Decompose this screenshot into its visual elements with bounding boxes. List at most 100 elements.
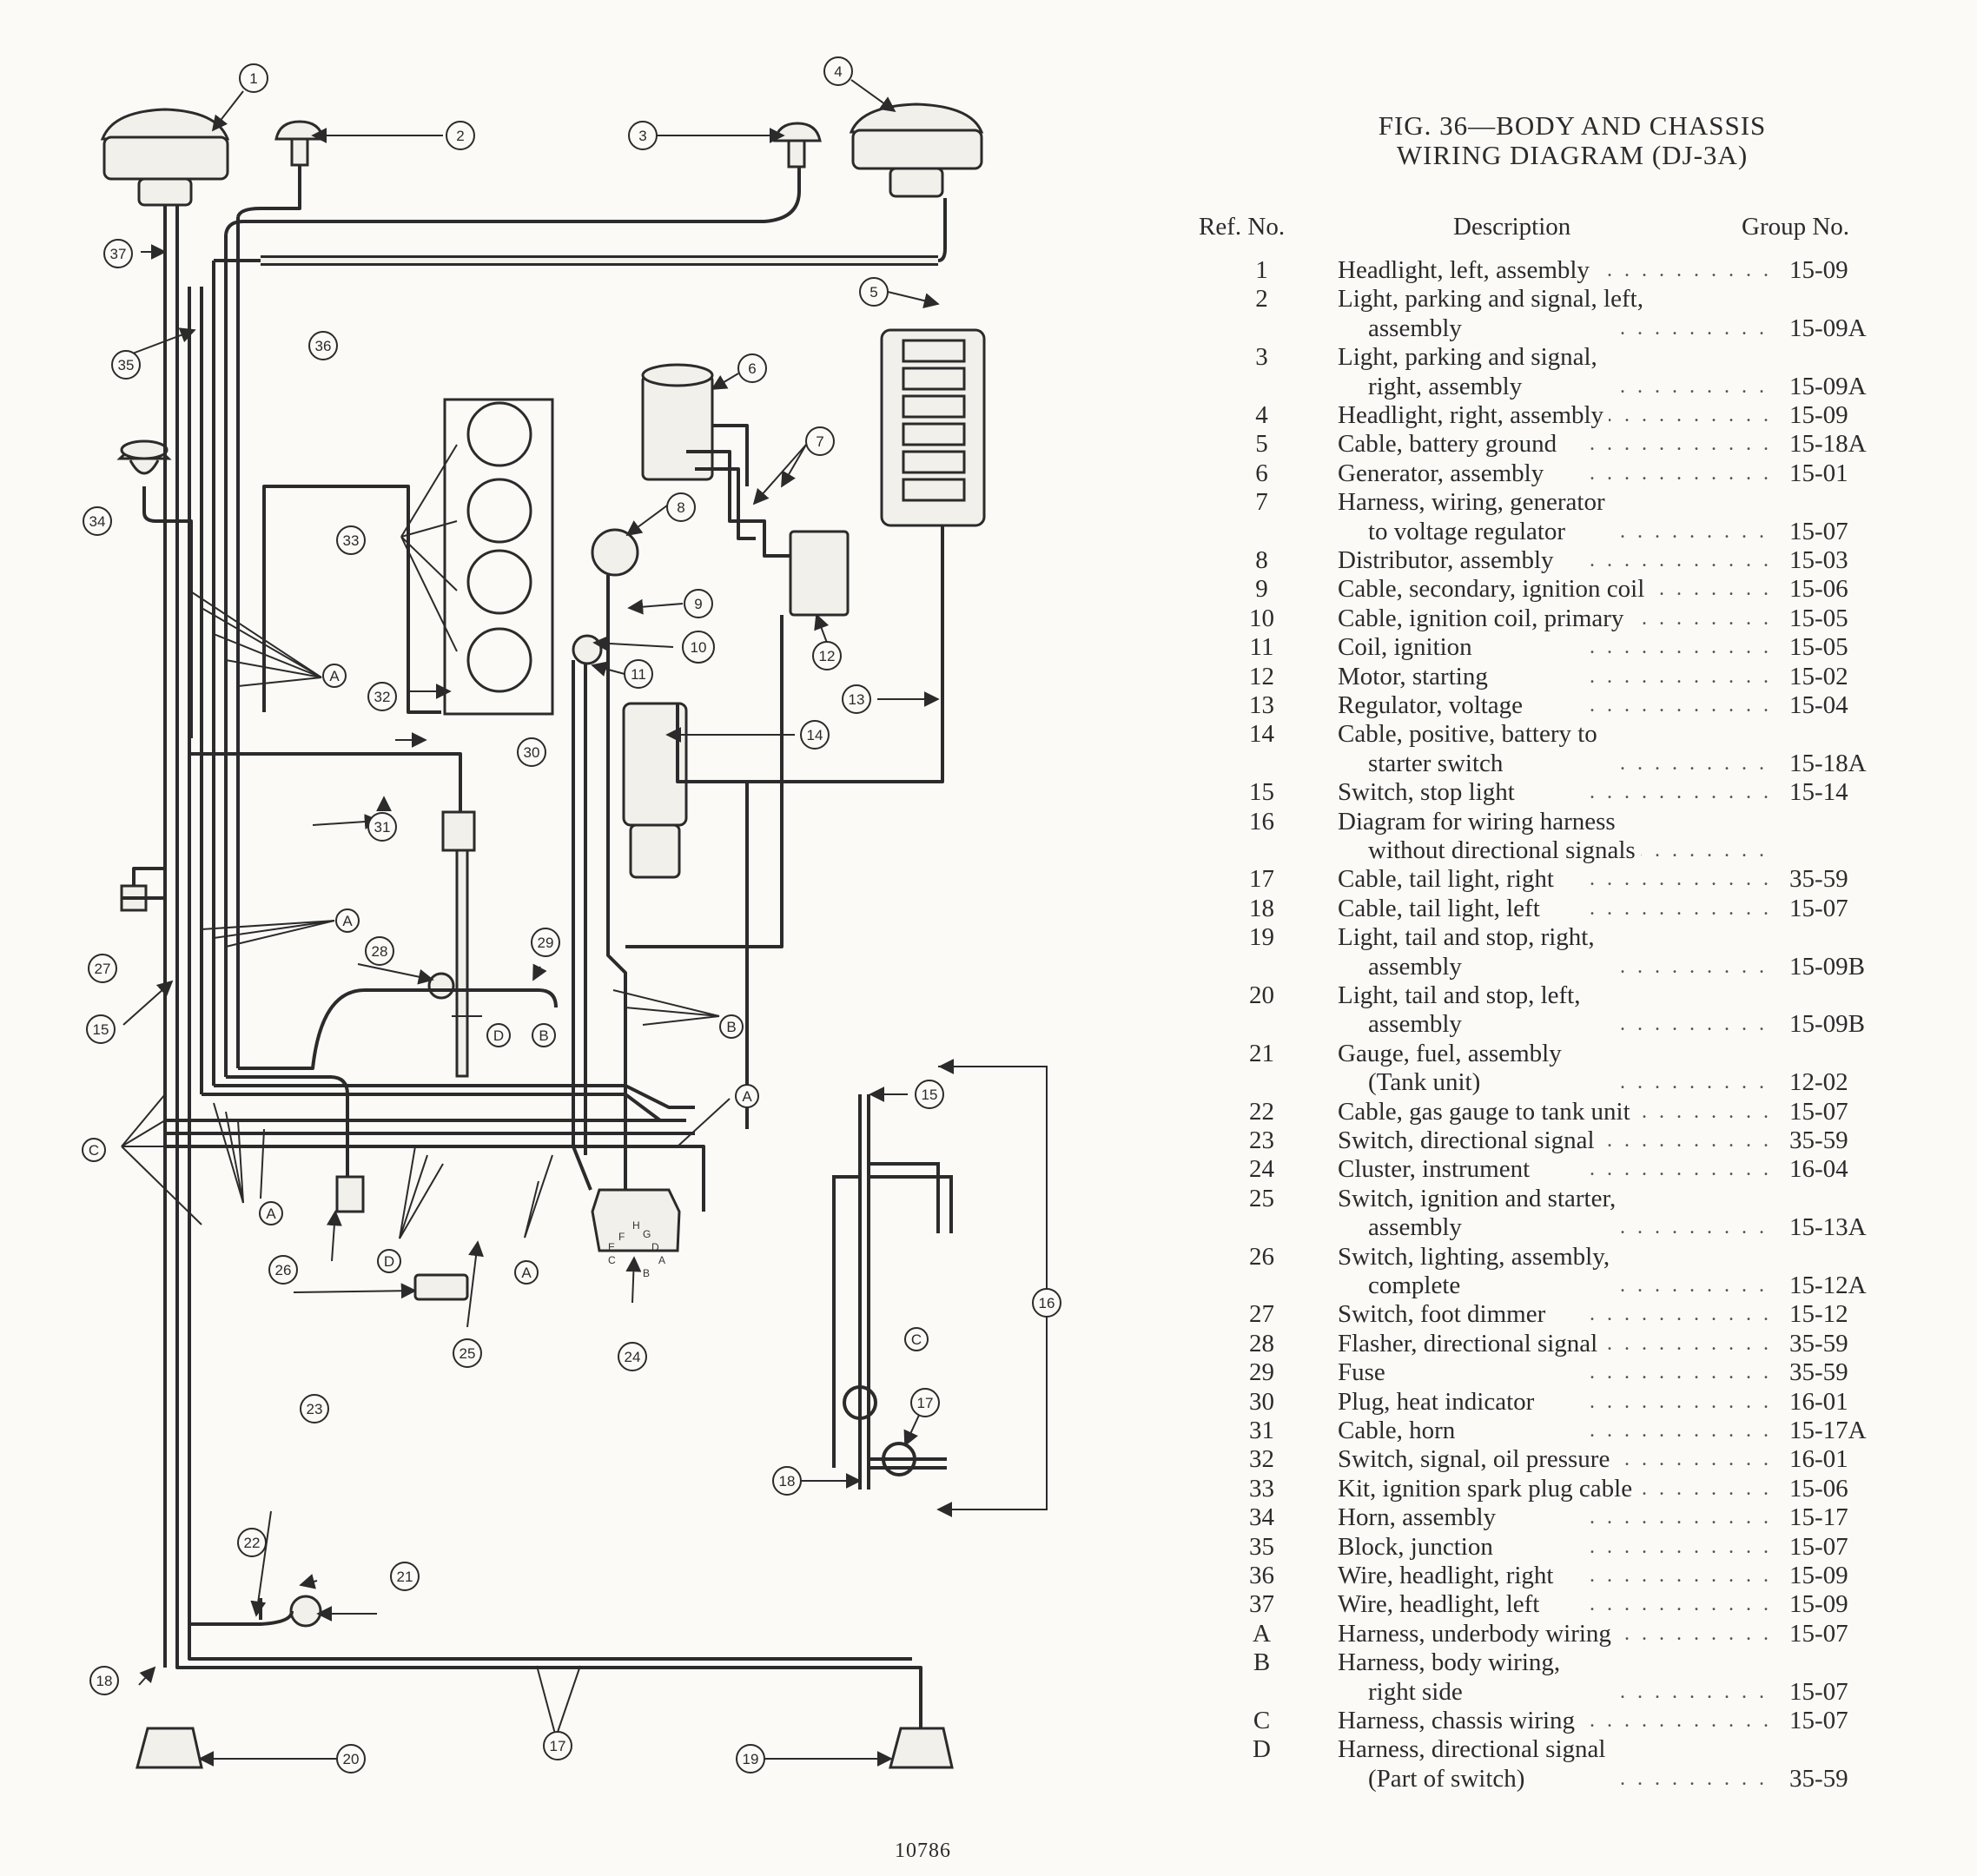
- leader-dots: . . . . . . . . . . . . . . . . . . . . …: [1590, 896, 1776, 920]
- legend-ref: 29: [1249, 1358, 1274, 1387]
- svg-text:2: 2: [456, 128, 464, 144]
- callout-22: 22: [237, 1528, 267, 1557]
- inset-harness-diagram: [832, 1094, 953, 1490]
- legend-ref: 16: [1249, 807, 1274, 836]
- legend-description: assembly: [1368, 1010, 1467, 1040]
- legend-description: Switch, lighting, assembly,: [1338, 1242, 1616, 1272]
- legend-description: Kit, ignition spark plug cable: [1338, 1474, 1638, 1503]
- leader-dots: . . . . . . . . . . . . . . . . . . . . …: [1620, 839, 1776, 862]
- legend-ref: 3: [1255, 343, 1268, 372]
- legend-ref: 13: [1249, 691, 1274, 719]
- callout-d-2: D: [377, 1249, 401, 1273]
- legend-row: 24. . . . . . . . . . . . . . . . . . . …: [1194, 1155, 1889, 1185]
- figure-title: FIG. 36—BODY AND CHASSIS WIRING DIAGRAM …: [1303, 111, 1841, 170]
- svg-text:6: 6: [748, 360, 756, 377]
- leader-dots: . . . . . . . . . . . . . . . . . . . . …: [1590, 1448, 1776, 1471]
- legend-row: 25 Switch, ignition and starter,: [1194, 1184, 1889, 1213]
- legend-ref: B: [1253, 1648, 1271, 1677]
- header-group: Group No.: [1742, 213, 1850, 241]
- legend-description: Diagram for wiring harness: [1338, 807, 1621, 836]
- legend-description: Cable, battery ground: [1338, 430, 1563, 459]
- legend-group: 15-09A: [1789, 372, 1867, 401]
- callout-11: 11: [624, 659, 653, 689]
- legend-description: Generator, assembly: [1338, 459, 1550, 488]
- legend-description: Harness, underbody wiring: [1338, 1619, 1617, 1648]
- callout-16: 16: [1032, 1288, 1061, 1318]
- svg-text:17: 17: [917, 1395, 934, 1411]
- parking-light-left: [274, 120, 325, 167]
- svg-text:24: 24: [625, 1349, 641, 1365]
- callout-37: 37: [103, 239, 133, 268]
- legend-row: . . . . . . . . . . . . . . . . . . . . …: [1194, 1068, 1889, 1098]
- legend-group: 15-02: [1789, 662, 1848, 691]
- leader-dots: . . . . . . . . . . . . . . . . . . . . …: [1620, 1767, 1776, 1790]
- pin-label: E: [608, 1241, 615, 1253]
- leader-dots: . . . . . . . . . . . . . . . . . . . . …: [1590, 1535, 1776, 1558]
- pin-label: B: [643, 1267, 650, 1279]
- svg-text:4: 4: [834, 63, 842, 80]
- header-ref: Ref. No.: [1199, 213, 1286, 241]
- callout-24: 24: [618, 1342, 647, 1371]
- legend-description: Wire, headlight, left: [1338, 1590, 1545, 1620]
- legend-group: 15-06: [1789, 1474, 1848, 1503]
- legend-ref: 1: [1255, 256, 1268, 284]
- legend-row: . . . . . . . . . . . . . . . . . . . . …: [1194, 1272, 1889, 1300]
- callout-a-4: A: [514, 1260, 539, 1285]
- legend-description: Light, tail and stop, left,: [1338, 981, 1586, 1010]
- svg-text:B: B: [726, 1019, 736, 1035]
- legend-ref: 11: [1249, 633, 1274, 662]
- callout-15-inset: 15: [915, 1080, 944, 1109]
- callout-12: 12: [812, 641, 842, 670]
- pin-label: C: [608, 1254, 616, 1266]
- svg-text:17: 17: [550, 1738, 566, 1754]
- voltage-regulator-block: [880, 328, 986, 527]
- leader-dots: . . . . . . . . . . . . . . . . . . . . …: [1590, 259, 1776, 281]
- legend-description: Switch, ignition and starter,: [1338, 1184, 1622, 1213]
- legend-ref: 15: [1249, 778, 1274, 807]
- legend-row: . . . . . . . . . . . . . . . . . . . . …: [1194, 1764, 1889, 1793]
- starting-motor-box: [789, 530, 850, 617]
- flasher: [427, 972, 455, 1000]
- legend-ref: 12: [1249, 662, 1274, 690]
- leader-dots: . . . . . . . . . . . . . . . . . . . . …: [1590, 1593, 1776, 1616]
- pin-label: F: [618, 1231, 625, 1243]
- legend-group: 15-09B: [1789, 952, 1865, 981]
- legend-group: 15-01: [1789, 459, 1848, 488]
- leader-dots: . . . . . . . . . . . . . . . . . . . . …: [1590, 1419, 1776, 1442]
- legend-ref: 25: [1249, 1184, 1274, 1212]
- callout-27: 27: [88, 954, 117, 983]
- legend-ref: 37: [1249, 1590, 1274, 1619]
- legend-group: 35-59: [1789, 1358, 1848, 1388]
- legend-description: Block, junction: [1338, 1532, 1498, 1562]
- legend-row: 4. . . . . . . . . . . . . . . . . . . .…: [1194, 401, 1889, 430]
- callout-26: 26: [268, 1255, 298, 1285]
- svg-text:16: 16: [1039, 1295, 1055, 1311]
- pin-label: D: [651, 1241, 659, 1253]
- svg-text:5: 5: [869, 284, 877, 301]
- legend-ref: 32: [1249, 1445, 1274, 1474]
- legend-row: . . . . . . . . . . . . . . . . . . . . …: [1194, 314, 1889, 343]
- legend-row: . . . . . . . . . . . . . . . . . . . . …: [1194, 1010, 1889, 1040]
- callout-28: 28: [365, 936, 394, 966]
- legend-row: . . . . . . . . . . . . . . . . . . . . …: [1194, 749, 1889, 778]
- legend-row: 32 . . . . . . . . . . . . . . . . . . . …: [1194, 1445, 1889, 1475]
- tail-light-left: [136, 1727, 203, 1769]
- legend-row: 9. . . . . . . . . . . . . . . . . . . .…: [1194, 575, 1889, 604]
- legend-description: assembly: [1368, 314, 1467, 343]
- callout-a-3: A: [259, 1201, 283, 1225]
- legend-ref: 26: [1249, 1242, 1274, 1271]
- callout-34: 34: [83, 506, 112, 536]
- svg-text:A: A: [342, 913, 353, 929]
- legend-description: Switch, directional signal: [1338, 1126, 1600, 1155]
- svg-text:9: 9: [694, 596, 702, 612]
- legend-description: Switch, signal, oil pressure: [1338, 1445, 1616, 1475]
- svg-text:B: B: [539, 1027, 548, 1044]
- leader-dots: . . . . . . . . . . . . . . . . . . . . …: [1590, 1506, 1776, 1529]
- legend-description: Flasher, directional signal: [1338, 1329, 1603, 1358]
- legend-group: 35-59: [1789, 1126, 1848, 1155]
- legend-ref: 14: [1249, 720, 1274, 749]
